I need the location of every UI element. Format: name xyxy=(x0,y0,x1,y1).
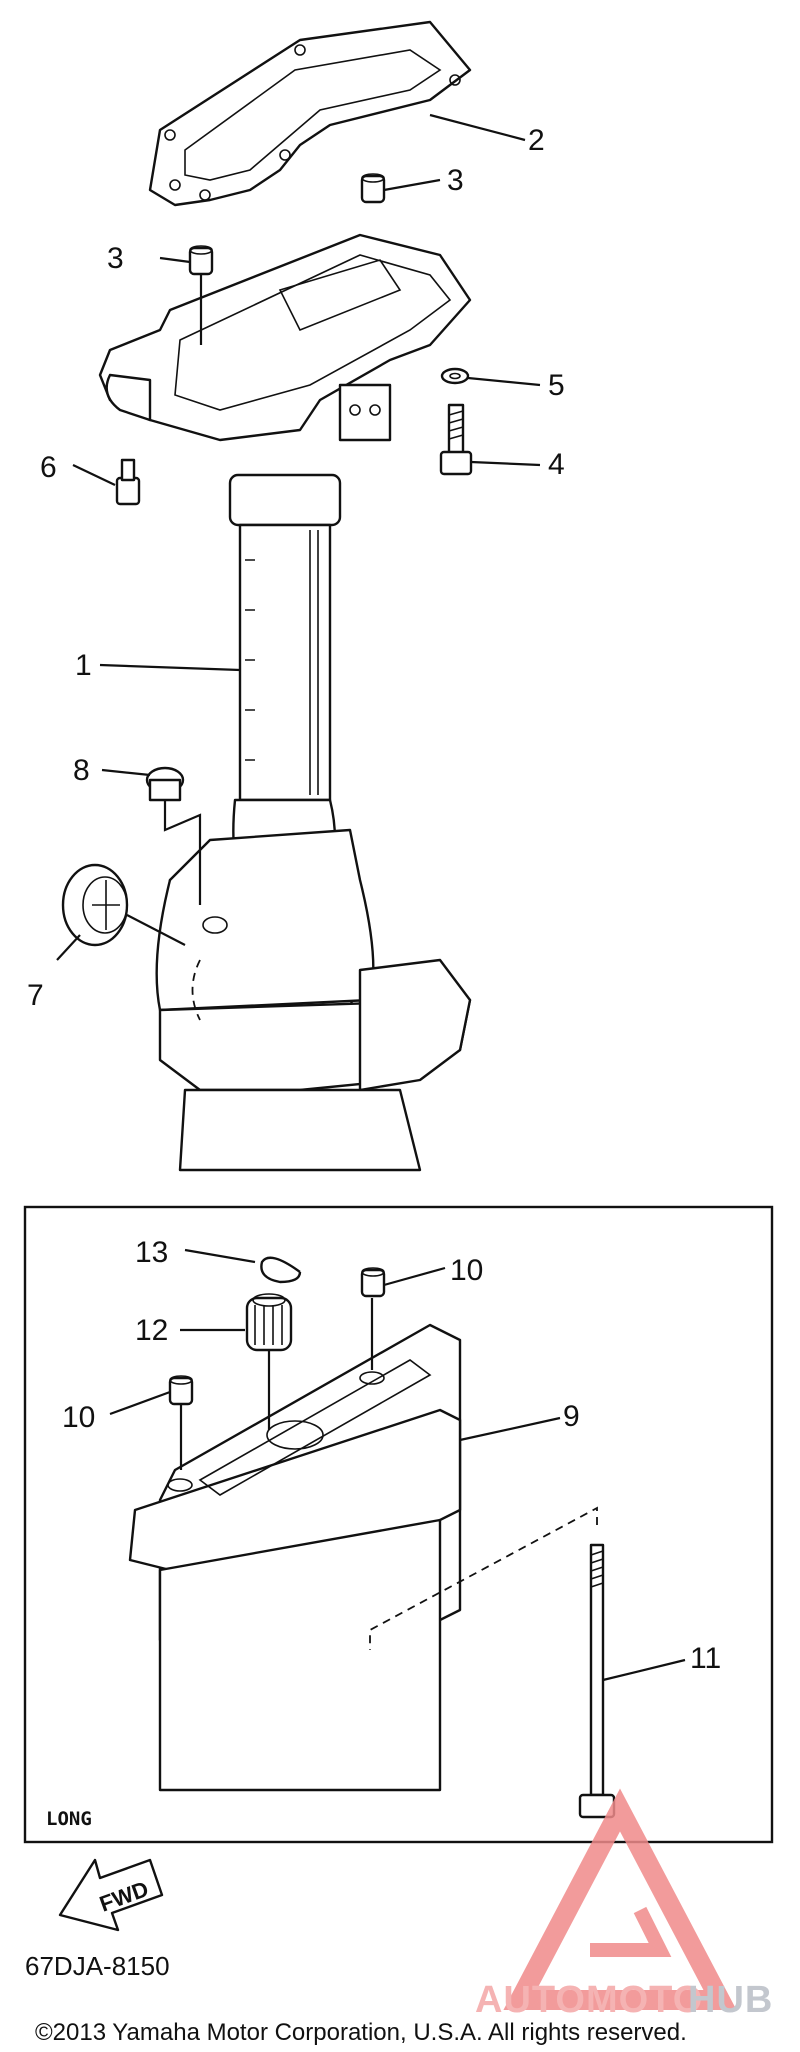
forward-arrow-icon: FWD xyxy=(58,1858,164,1932)
callout-13: 13 xyxy=(135,1236,168,1269)
inset-label-long: LONG xyxy=(46,1808,92,1830)
callout-7: 7 xyxy=(27,979,44,1012)
lower-casing xyxy=(155,828,472,1172)
gasket-part xyxy=(148,20,472,207)
copyright-notice: ©2013 Yamaha Motor Corporation, U.S.A. A… xyxy=(35,2019,687,2046)
callout-2: 2 xyxy=(528,124,545,157)
callout-4: 4 xyxy=(548,448,565,481)
callout-6: 6 xyxy=(40,451,57,484)
callout-3b: 3 xyxy=(107,242,124,275)
dowel-collar-inset-right xyxy=(360,1267,386,1298)
dowel-collar-top xyxy=(360,173,386,204)
callout-1: 1 xyxy=(75,649,92,682)
callout-3a: 3 xyxy=(447,164,464,197)
callout-10b: 10 xyxy=(62,1401,95,1434)
dowel-collar-left xyxy=(188,245,214,276)
callout-5: 5 xyxy=(548,369,565,402)
watermark-text-a: AUTOMOTO xyxy=(475,1979,703,2021)
inset-frame xyxy=(23,1205,774,1844)
callout-9: 9 xyxy=(563,1400,580,1433)
upper-casing xyxy=(98,233,472,442)
circlip-part xyxy=(260,1256,302,1284)
watermark-logo: AUTOMOTO HUB xyxy=(475,1788,773,2021)
plug-small-part xyxy=(115,458,141,506)
bolt-long-part xyxy=(578,1543,616,1819)
watermark-text-b: HUB xyxy=(688,1979,773,2021)
bolt-short-part xyxy=(439,403,473,476)
leader-lines xyxy=(56,113,541,961)
diagram-code: 67DJA-8150 xyxy=(25,1951,170,1981)
grommet-part xyxy=(145,766,185,802)
cap-part xyxy=(61,863,129,947)
callout-10a: 10 xyxy=(450,1254,483,1287)
callout-11: 11 xyxy=(690,1642,721,1675)
nut-part xyxy=(245,1293,293,1352)
dowel-collar-inset-left xyxy=(168,1375,194,1406)
callout-8: 8 xyxy=(73,754,90,787)
inset-leader-lines xyxy=(109,1248,686,1682)
callout-12: 12 xyxy=(135,1314,168,1347)
extension-housing xyxy=(128,1323,462,1792)
washer-part xyxy=(440,367,470,385)
